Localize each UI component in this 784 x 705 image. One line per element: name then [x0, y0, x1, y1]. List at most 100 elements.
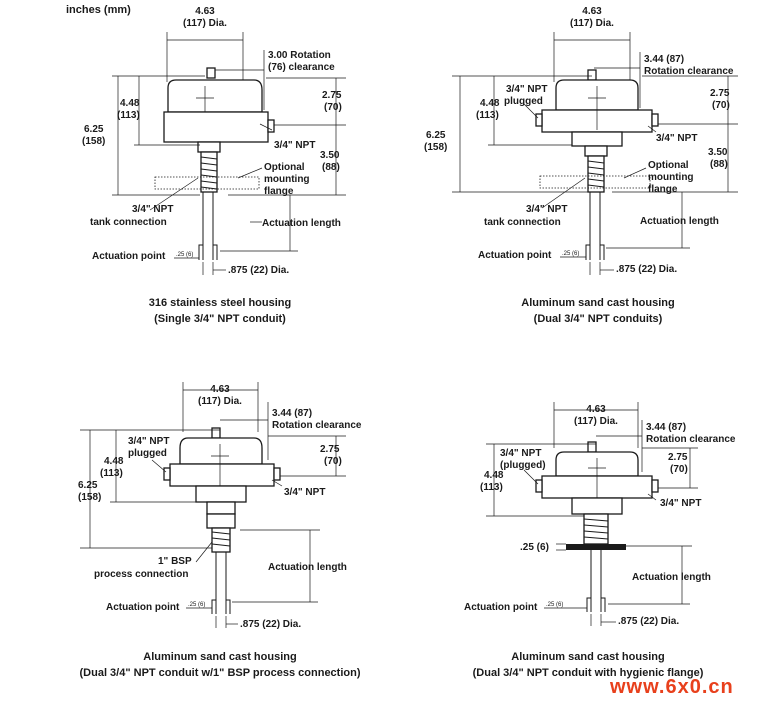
caption-subtitle: (Dual 3/4" NPT conduits) [534, 313, 663, 325]
hex-fitting [206, 501, 236, 515]
housing-body [169, 463, 275, 487]
thread-lines [200, 156, 218, 190]
housing-neck [571, 131, 623, 147]
stem-diameter: .875 (22) Dia. [618, 616, 679, 627]
plugged-label-1: 3/4" NPT [128, 436, 169, 447]
panel-aluminum-bsp: 4.63 (117) Dia. 3.44 (87) Rotation clear… [0, 352, 392, 704]
plugged-label-2: plugged [504, 96, 543, 107]
npt-side-label: 3/4" NPT [284, 487, 325, 498]
caption-title: 316 stainless steel housing [149, 297, 291, 309]
conduit-port [273, 467, 281, 481]
stem-diameter: .875 (22) Dia. [240, 619, 301, 630]
npt-side-label: 3/4" NPT [656, 133, 697, 144]
plugged-label-2: plugged [128, 448, 167, 459]
height-448: 4.48 [480, 98, 500, 109]
housing-neck [571, 497, 623, 515]
height-625: 6.25 [84, 124, 104, 135]
height-448-mm: (113) [117, 110, 140, 121]
height-350-mm: (88) [710, 159, 728, 170]
plugged-port [163, 467, 171, 481]
actuation-tip [211, 599, 231, 614]
width-dim: 4.63 [586, 404, 606, 415]
height-275-mm: (70) [324, 456, 342, 467]
height-275: 2.75 [710, 88, 730, 99]
flange-label: flange [648, 184, 678, 195]
rotation-dim-mm: (76) clearance [268, 62, 335, 73]
actuation-length-label: Actuation length [268, 562, 347, 573]
caption-title: Aluminum sand cast housing [143, 651, 296, 663]
plugged-label-1: 3/4" NPT [506, 84, 547, 95]
conduit-port [267, 119, 275, 133]
panel-stainless-housing: 4.63 (117) Dia. 3.00 Rotation (76) clear… [0, 0, 392, 352]
plugged-label-1: 3/4" NPT [500, 448, 541, 459]
rotation-dim: 3.44 (87) [644, 54, 684, 65]
conduit-port [651, 113, 659, 127]
aluminum-bsp-drawing: 4.63 (117) Dia. 3.44 (87) Rotation clear… [78, 382, 362, 679]
thread-lines [587, 160, 605, 188]
caption-subtitle: (Single 3/4" NPT conduit) [154, 313, 286, 325]
housing-body [163, 111, 269, 143]
mounting-label: mounting [264, 174, 310, 185]
aluminum-dual-conduit-drawing: 4.63 (117) Dia. 3.44 (87) Rotation clear… [424, 6, 738, 325]
thread-lines [583, 518, 609, 540]
optional-flange-outline [539, 175, 651, 189]
rotation-dim: 3.44 (87) [646, 422, 686, 433]
rotation-dim-mm: Rotation clearance [646, 434, 736, 445]
housing-cap [206, 67, 216, 79]
housing-cap [587, 441, 597, 453]
housing-top [167, 79, 263, 113]
height-275: 2.75 [320, 444, 340, 455]
actuation-point-dim: .25 (6) [188, 602, 205, 608]
width-dim-mm: (117) Dia. [574, 416, 618, 427]
height-448-mm: (113) [100, 468, 123, 479]
hygienic-flange [566, 544, 626, 550]
width-dim: 4.63 [195, 6, 215, 17]
tank-connection-2: tank connection [90, 217, 167, 228]
watermark: www.6x0.cn [610, 676, 734, 698]
hex-fitting [197, 141, 221, 153]
actuation-length-label: Actuation length [262, 218, 341, 229]
optional-label: Optional [648, 160, 689, 171]
tank-connection-2: tank connection [484, 217, 561, 228]
actuation-point-label: Actuation point [464, 602, 538, 613]
height-275: 2.75 [668, 452, 688, 463]
height-350: 3.50 [320, 150, 340, 161]
rotation-dim: 3.00 Rotation [268, 50, 331, 61]
units-label: inches (mm) [66, 4, 131, 16]
height-448: 4.48 [104, 456, 124, 467]
height-448-mm: (113) [480, 482, 503, 493]
aluminum-hygienic-drawing: 4.63 (117) Dia. 3.44 (87) Rotation clear… [464, 402, 736, 679]
caption-title: Aluminum sand cast housing [521, 297, 674, 309]
npt-side-label: 3/4" NPT [660, 498, 701, 509]
height-625: 6.25 [426, 130, 446, 141]
width-dim: 4.63 [582, 6, 602, 17]
height-448: 4.48 [484, 470, 504, 481]
optional-label: Optional [264, 162, 305, 173]
height-275-mm: (70) [670, 464, 688, 475]
tank-connection-1: 3/4" NPT [526, 204, 567, 215]
height-350-mm: (88) [322, 162, 340, 173]
housing-top [179, 437, 263, 465]
thread-section [583, 513, 609, 545]
bsp-label-2: process connection [94, 569, 188, 580]
plugged-port [535, 113, 543, 127]
actuation-length-label: Actuation length [640, 216, 719, 227]
actuation-tip [198, 244, 218, 260]
height-625-mm: (158) [424, 142, 447, 153]
height-275-mm: (70) [712, 100, 730, 111]
actuation-tip [586, 597, 606, 612]
npt-side-label: 3/4" NPT [274, 140, 315, 151]
flange-label: flange [264, 186, 294, 197]
rotation-dim: 3.44 (87) [272, 408, 312, 419]
actuation-point-dim: .25 (6) [562, 251, 579, 257]
stainless-housing-drawing: 4.63 (117) Dia. 3.00 Rotation (76) clear… [82, 6, 346, 325]
height-625: 6.25 [78, 480, 98, 491]
stem-diameter: .875 (22) Dia. [228, 265, 289, 276]
actuation-point-label: Actuation point [106, 602, 180, 613]
thread-lines [211, 531, 231, 547]
rotation-dim-mm: Rotation clearance [644, 66, 734, 77]
caption-subtitle: (Dual 3/4" NPT conduit with hygienic fla… [473, 667, 704, 679]
hex-fitting-lower [206, 513, 236, 529]
mounting-label: mounting [648, 172, 694, 183]
plugged-label-2: (plugged) [500, 460, 546, 471]
